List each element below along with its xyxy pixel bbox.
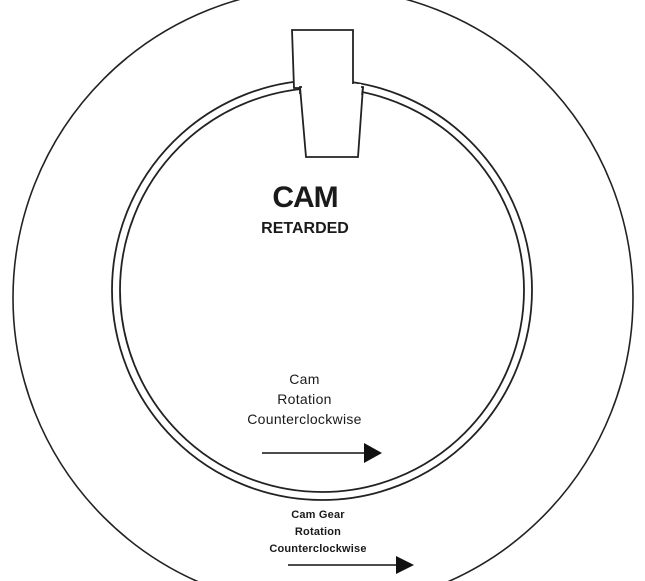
- cam-rotation-line3: Counterclockwise: [247, 411, 362, 427]
- gear-rotation-label: Cam Gear Rotation Counterclockwise: [238, 507, 398, 558]
- gear-rotation-arrowhead-icon: [396, 556, 414, 574]
- cam-rotation-arrowhead-icon: [364, 443, 382, 463]
- cam-rotation-label: Cam Rotation Counterclockwise: [222, 369, 387, 429]
- gear-key-slot: [291, 29, 354, 89]
- cam-title: CAM: [272, 181, 338, 214]
- cam-key-side-edge: [361, 86, 364, 96]
- gear-rotation-line1: Cam Gear: [291, 509, 345, 521]
- cam-rotation-line2: Rotation: [277, 391, 332, 407]
- cam-key-mask: [302, 84, 361, 94]
- cam-subtitle: RETARDED: [261, 220, 349, 237]
- cam-gear-outer-circle: [12, 0, 634, 581]
- gear-rotation-line3: Counterclockwise: [269, 543, 367, 555]
- cam-rotation-line1: Cam: [289, 371, 320, 387]
- cam-key: [299, 86, 364, 158]
- gear-rotation-line2: Rotation: [294, 526, 342, 538]
